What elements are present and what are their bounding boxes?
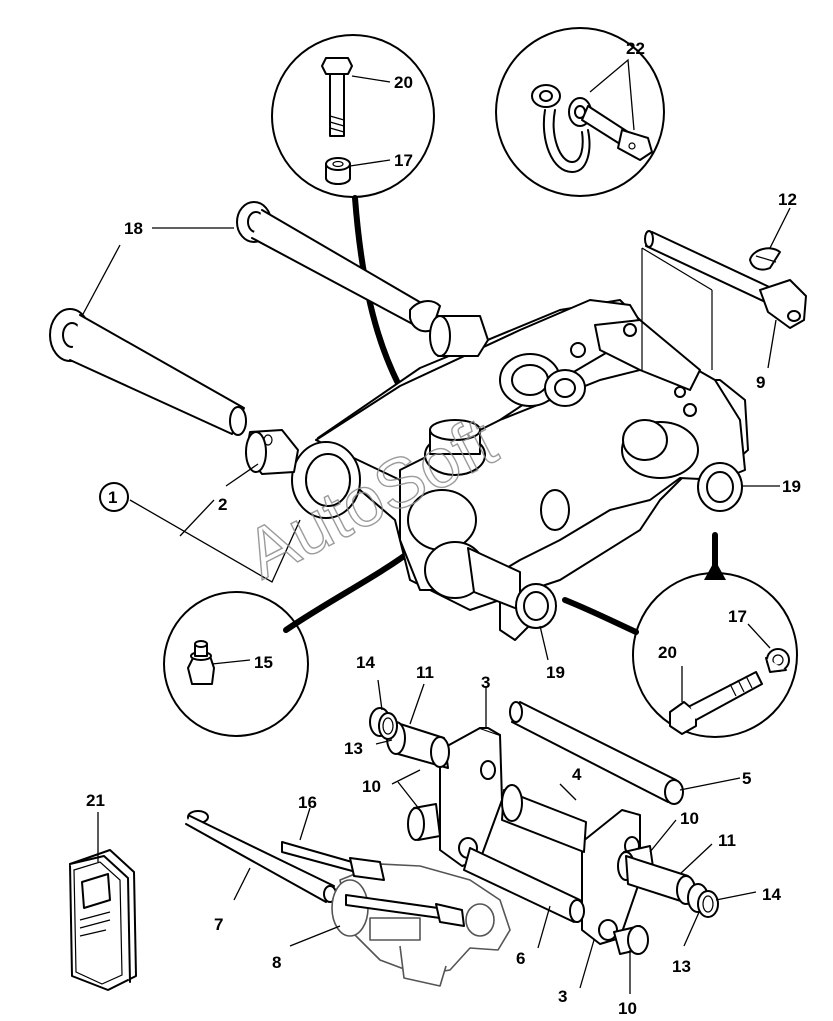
pin-9: [641, 230, 807, 370]
pin-5: [509, 701, 684, 805]
leader-lines: [81, 227, 780, 994]
callout-17-top: 17: [394, 151, 413, 170]
detail-circle-grease-nipple: [163, 545, 418, 737]
callout-3-upper: 3: [481, 673, 490, 692]
callout-3-lower: 3: [558, 987, 567, 1006]
callout-16: 16: [298, 793, 317, 812]
callout-9: 9: [756, 373, 765, 392]
ring-13-14-left: [369, 707, 398, 740]
callout-11-right: 11: [718, 831, 736, 850]
bush-10-right-lower: [613, 925, 649, 955]
bush-2: [245, 429, 299, 475]
callout-21: 21: [86, 791, 105, 810]
ring-13-14-right: [687, 883, 719, 918]
callout-2: 2: [218, 495, 227, 514]
bush-19-lower: [467, 547, 557, 629]
callout-18: 18: [124, 219, 143, 238]
callout-13-left: 13: [344, 739, 363, 758]
pin-18-upper: [236, 201, 441, 333]
bush-19-right: [697, 462, 743, 512]
callout-labels: 1 2 3 3 4 5 6 7 8 9 10 10 10 11 11 12 13…: [86, 39, 801, 1018]
nut-17-top: [325, 157, 351, 185]
detail-circle-bolt-nut-right: [562, 532, 798, 738]
callout-6: 6: [516, 949, 525, 968]
callout-11-left: 11: [416, 663, 434, 682]
callout-4: 4: [572, 765, 582, 784]
callout-5: 5: [742, 769, 751, 788]
detail-circle-shackle: [495, 27, 665, 197]
manual-booklet-21: [69, 849, 137, 991]
hose-16-upper: [281, 841, 385, 881]
callout-14-right: 14: [762, 885, 781, 904]
callout-10-left: 10: [362, 777, 381, 796]
bush-11-right: [625, 855, 696, 905]
callout-7: 7: [214, 915, 223, 934]
clip-12: [749, 207, 791, 271]
pin-6: [463, 847, 585, 923]
callout-20-right: 20: [658, 643, 677, 662]
callout-10-bottom: 10: [618, 999, 637, 1018]
callout-15: 15: [254, 653, 273, 672]
callout-19-right: 19: [782, 477, 801, 496]
callout-17-right: 17: [728, 607, 747, 626]
main-frame-bracket: [291, 299, 749, 641]
callout-20-top: 20: [394, 73, 413, 92]
hose-16-lower: [345, 894, 465, 927]
callout-1-circle: [99, 482, 129, 512]
callout-22: 22: [626, 39, 645, 58]
pin-18-lower: [49, 308, 247, 436]
callout-1: 1: [108, 488, 117, 507]
callout-10-right: 10: [680, 809, 699, 828]
bolt-20-top: [321, 57, 353, 137]
bush-10-left: [407, 803, 441, 841]
callout-14-left: 14: [356, 653, 375, 672]
callout-19-lower: 19: [546, 663, 565, 682]
callout-12: 12: [778, 190, 797, 209]
spacer-4: [501, 784, 587, 853]
callout-13-right: 13: [672, 957, 691, 976]
link-plate-3-left: [439, 727, 503, 867]
callout-8: 8: [272, 953, 281, 972]
ram-8: [331, 863, 511, 987]
bush-upper: [429, 315, 489, 357]
